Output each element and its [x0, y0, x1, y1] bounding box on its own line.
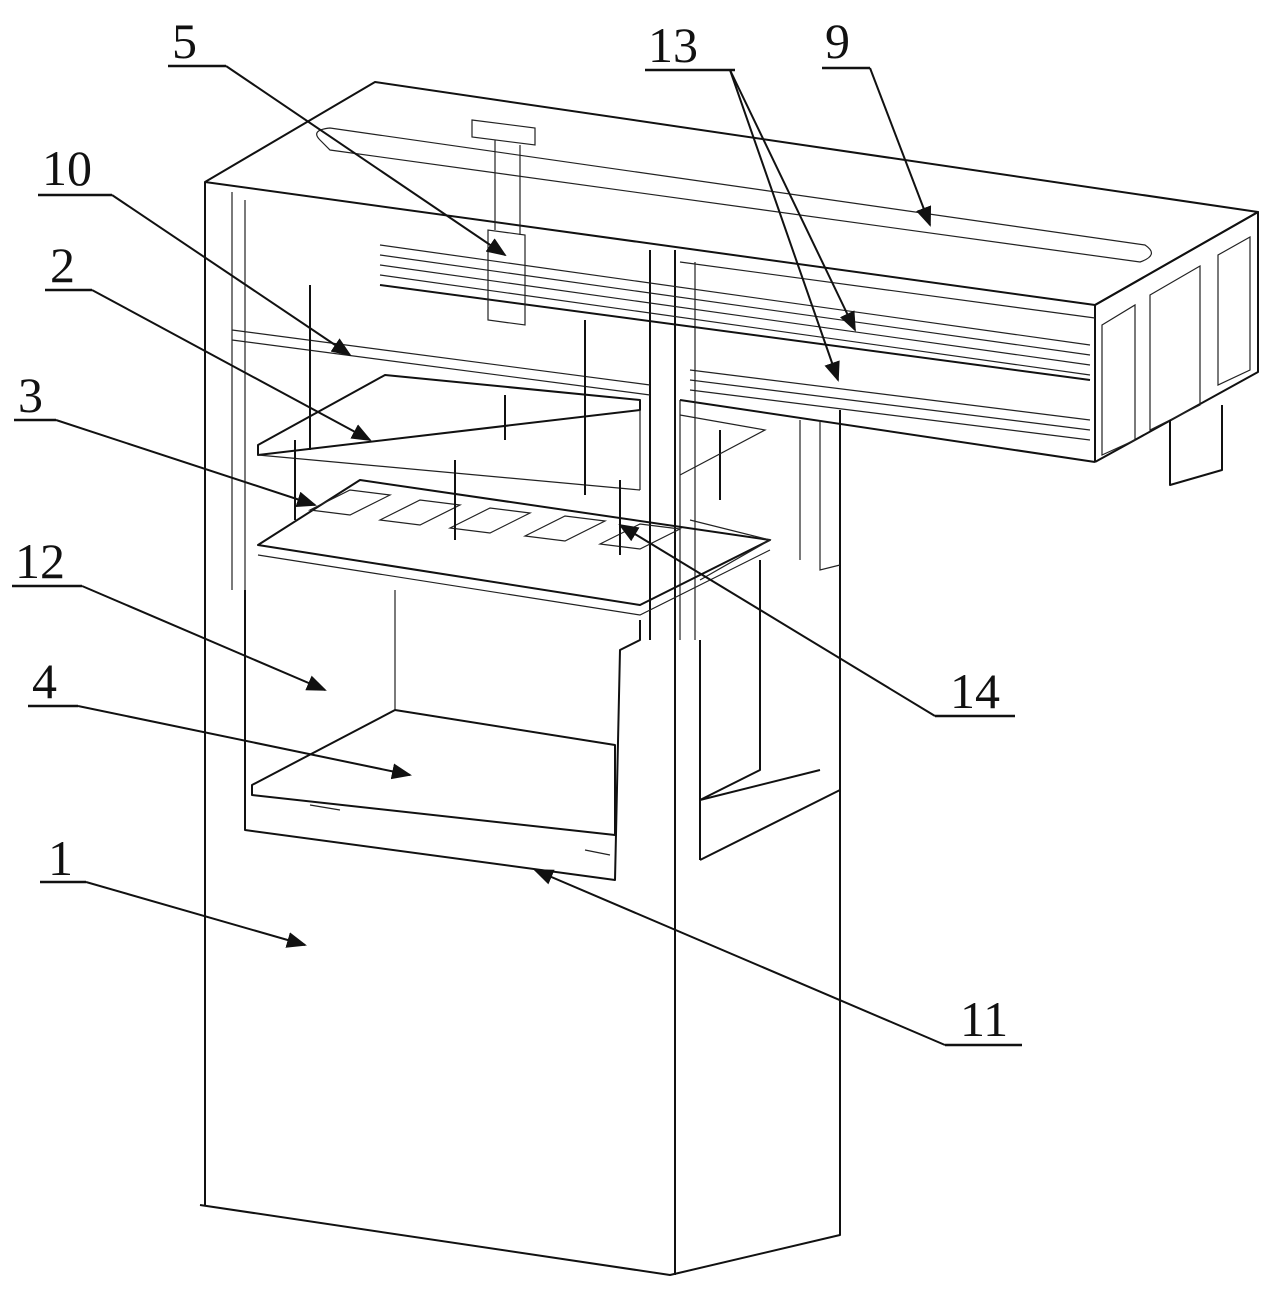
- label-14: 14: [620, 525, 1015, 719]
- svg-text:3: 3: [18, 367, 43, 423]
- label-11: 11: [535, 870, 1022, 1047]
- svg-text:10: 10: [42, 140, 92, 196]
- svg-text:13: 13: [648, 17, 698, 73]
- svg-text:14: 14: [950, 663, 1000, 719]
- svg-text:5: 5: [172, 13, 197, 69]
- label-10: 10: [38, 140, 350, 355]
- reference-labels: 5 13 9 10 2 3: [12, 13, 1022, 1047]
- svg-text:2: 2: [50, 237, 75, 293]
- svg-text:11: 11: [960, 991, 1008, 1047]
- label-12: 12: [12, 533, 325, 690]
- svg-text:1: 1: [48, 830, 73, 886]
- label-3: 3: [14, 367, 315, 505]
- label-5: 5: [168, 13, 505, 255]
- svg-text:4: 4: [32, 653, 57, 709]
- machine-frame: [200, 82, 1258, 1275]
- svg-text:12: 12: [15, 533, 65, 589]
- label-9: 9: [822, 13, 930, 225]
- label-4: 4: [28, 653, 410, 775]
- label-1: 1: [40, 830, 305, 945]
- svg-text:9: 9: [825, 13, 850, 69]
